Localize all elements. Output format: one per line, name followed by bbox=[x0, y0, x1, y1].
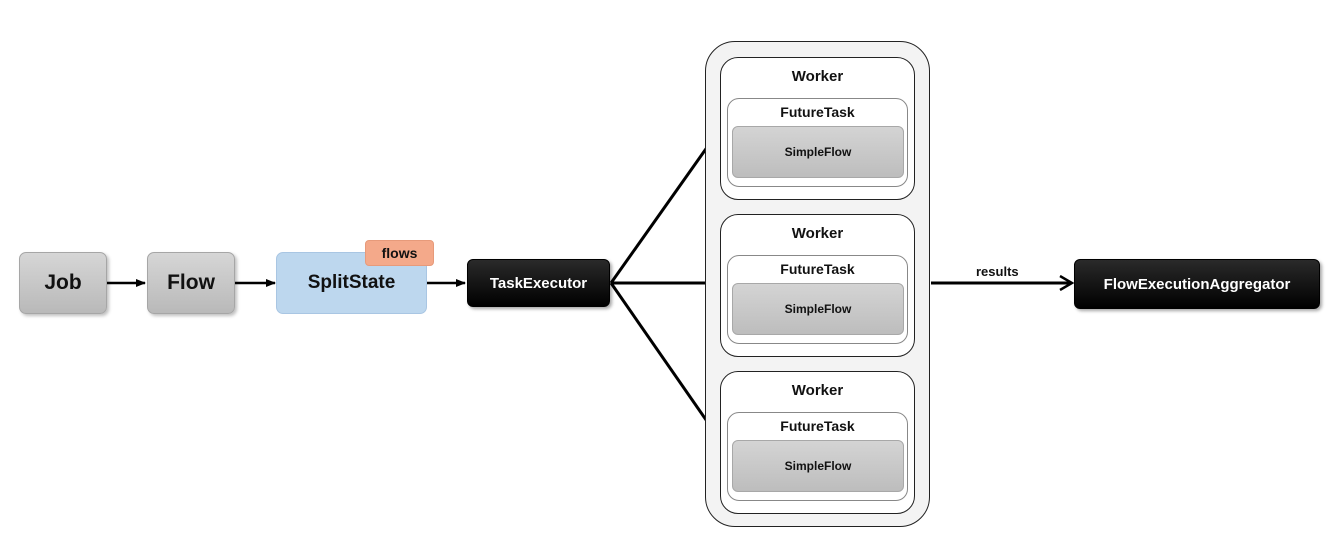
worker-label: Worker bbox=[791, 382, 844, 399]
future-task-label: FutureTask bbox=[780, 418, 855, 434]
simple-flow-node: SimpleFlow bbox=[732, 440, 904, 492]
worker-label: Worker bbox=[791, 225, 844, 242]
future-task-label: FutureTask bbox=[780, 261, 855, 277]
flows-badge: flows bbox=[365, 240, 434, 266]
future-task-box: FutureTask SimpleFlow bbox=[727, 412, 908, 501]
edge-taskexecutor-worker-3 bbox=[609, 282, 720, 440]
worker-box: Worker FutureTask SimpleFlow bbox=[720, 57, 915, 200]
future-task-label: FutureTask bbox=[780, 104, 855, 120]
future-task-box: FutureTask SimpleFlow bbox=[727, 255, 908, 344]
job-node: Job bbox=[19, 252, 107, 314]
flow-execution-aggregator-node: FlowExecutionAggregator bbox=[1074, 259, 1320, 309]
simple-flow-node: SimpleFlow bbox=[732, 283, 904, 335]
worker-box: Worker FutureTask SimpleFlow bbox=[720, 371, 915, 514]
future-task-box: FutureTask SimpleFlow bbox=[727, 98, 908, 187]
worker-label: Worker bbox=[791, 68, 844, 85]
edge-taskexecutor-worker-1 bbox=[609, 129, 720, 284]
task-executor-node: TaskExecutor bbox=[467, 259, 610, 307]
simple-flow-node: SimpleFlow bbox=[732, 126, 904, 178]
flow-node: Flow bbox=[147, 252, 235, 314]
results-edge-label: results bbox=[976, 264, 1019, 279]
worker-box: Worker FutureTask SimpleFlow bbox=[720, 214, 915, 357]
